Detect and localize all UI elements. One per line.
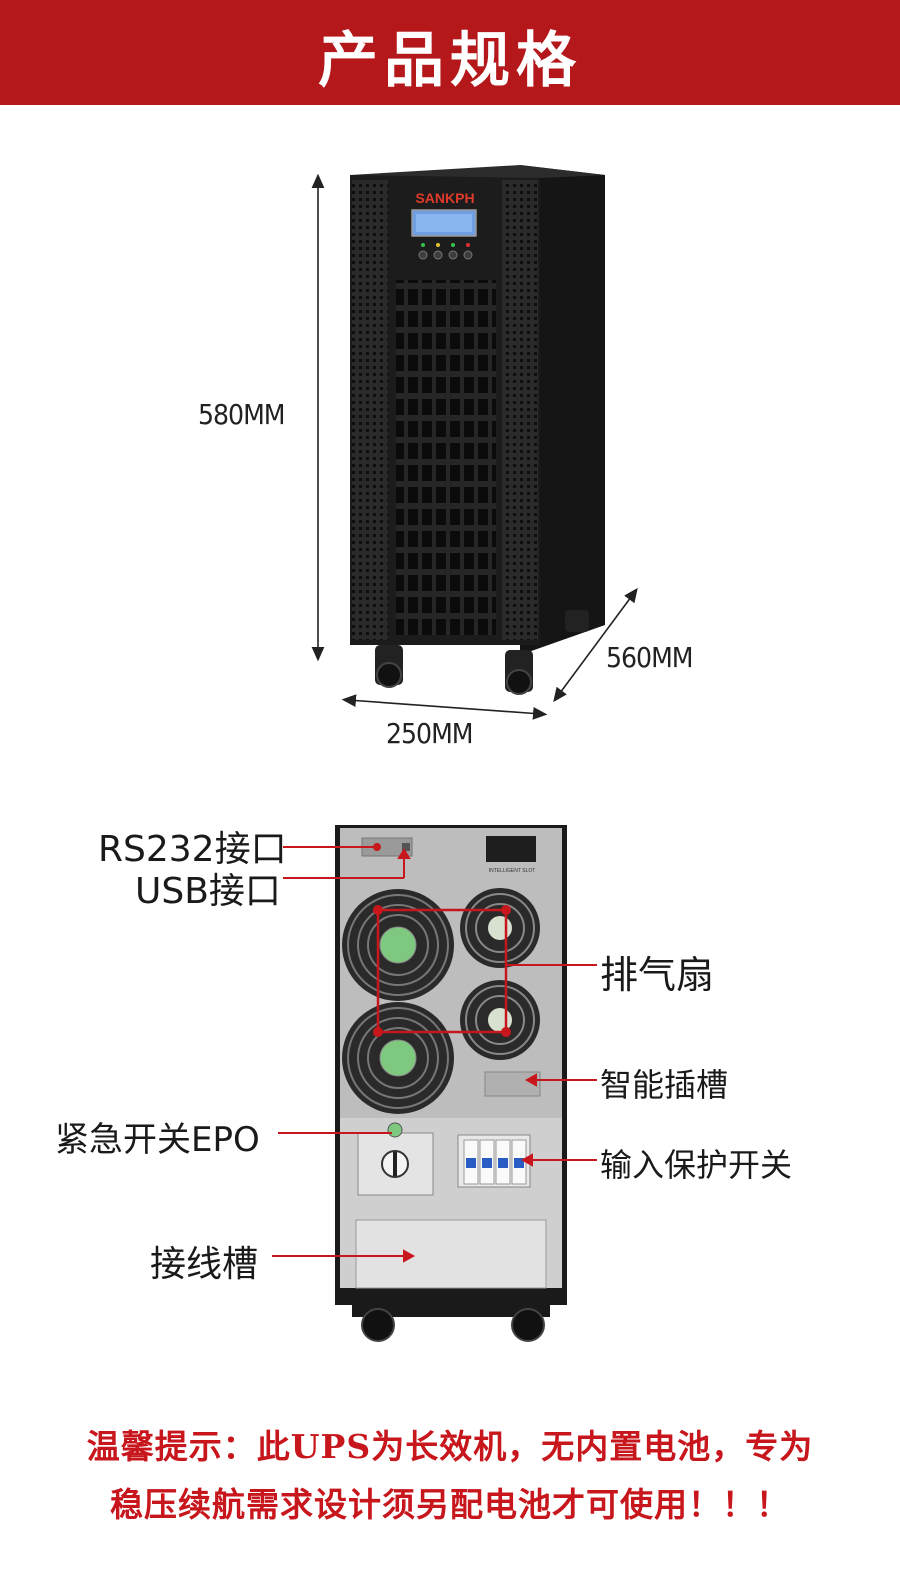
header-banner: 产品规格 [0, 0, 900, 105]
rs232-port-label: RS232接口 [98, 829, 287, 870]
front-left-vent [352, 180, 388, 640]
front-right-vent [502, 180, 538, 640]
depth-dimension-arrow [553, 587, 638, 703]
wiring-slot-label: 接线槽 [150, 1244, 259, 1285]
epo-switch-icon [387, 1122, 403, 1138]
depth-dimension-label: 560MM [606, 641, 694, 674]
large-fan-top-icon [342, 889, 454, 1001]
top-slot-cover [486, 836, 536, 862]
smart-slot-icon [484, 1071, 541, 1097]
rear-wheel-right-icon [511, 1308, 545, 1342]
fan-highlight-box [376, 908, 508, 1034]
usb-port-label: USB接口 [135, 871, 281, 912]
height-dimension-label: 580MM [198, 398, 286, 431]
large-fan-bottom-icon [342, 1002, 454, 1114]
width-dimension-arrow [341, 694, 548, 720]
brand-logo: SANKPH [415, 190, 474, 206]
notice-line-2: 稳压续航需求设计须另配电池才可使用！！！ [110, 1485, 790, 1524]
cabinet-top [350, 165, 605, 178]
input-switch-label: 输入保护开关 [600, 1146, 793, 1184]
ups-rear-illustration: INTELLIGENT SLOT [272, 825, 597, 1342]
exhaust-fan-label: 排气扇 [600, 953, 715, 997]
notice-line-1: 温馨提示：此UPS为长效机，无内置电池，专为 [86, 1427, 814, 1466]
smart-slot-label: 智能插槽 [600, 1066, 729, 1104]
small-fan-bottom-icon [460, 980, 540, 1060]
wiring-cover-icon [355, 1219, 547, 1289]
callout-lines [272, 843, 597, 1263]
front-center-vent [396, 280, 496, 635]
control-buttons-icon [418, 243, 473, 260]
cabinet-side-panel [520, 165, 605, 655]
usb-port-icon [402, 843, 410, 851]
width-dimension-label: 250MM [386, 717, 474, 750]
epo-switch-label: 紧急开关EPO [55, 1120, 260, 1160]
page-title: 产品规格 [318, 26, 582, 96]
svg-text:INTELLIGENT SLOT: INTELLIGENT SLOT [489, 868, 536, 874]
small-fan-top-icon [460, 888, 540, 968]
rear-wheel-left-icon [361, 1308, 395, 1342]
